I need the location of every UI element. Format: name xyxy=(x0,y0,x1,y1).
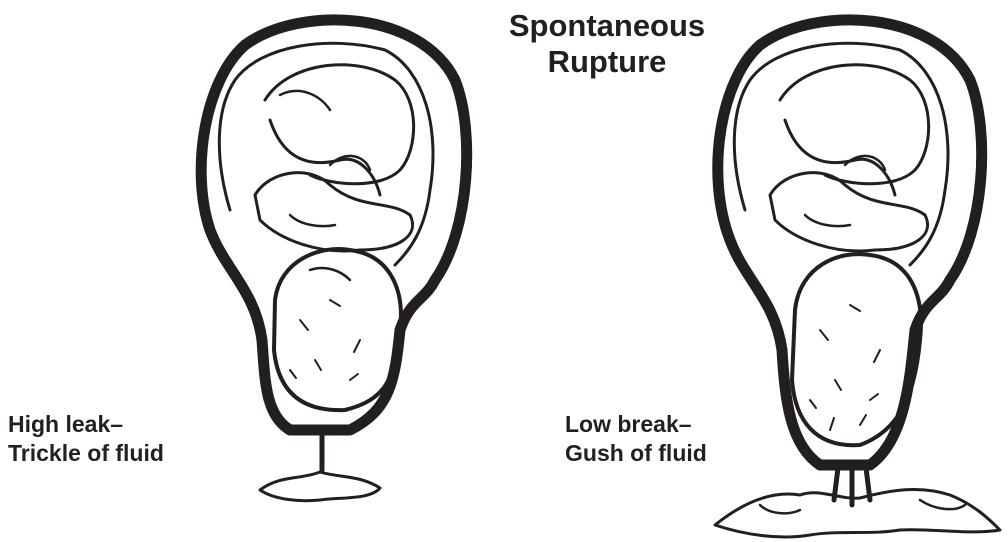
fetus-body-right xyxy=(770,65,929,251)
fetal-head xyxy=(274,249,401,410)
caption-low-break-line-2: Gush of fluid xyxy=(565,439,707,468)
caption-high-leak-line-2: Trickle of fluid xyxy=(8,439,164,468)
uterus-low-break-illustration xyxy=(715,20,1000,537)
caption-low-break-line-1: Low break– xyxy=(565,410,707,439)
caption-low-break: Low break– Gush of fluid xyxy=(565,410,707,468)
diagram-title: Spontaneous Rupture xyxy=(470,8,744,80)
fetus-body xyxy=(255,65,414,251)
caption-high-leak-line-1: High leak– xyxy=(8,410,164,439)
title-line-2: Rupture xyxy=(470,44,744,80)
uterus-high-leak-illustration xyxy=(201,20,467,501)
title-line-1: Spontaneous xyxy=(470,8,744,44)
fluid-gush xyxy=(715,468,1000,537)
fluid-trickle xyxy=(260,432,380,501)
caption-high-leak: High leak– Trickle of fluid xyxy=(8,410,164,468)
